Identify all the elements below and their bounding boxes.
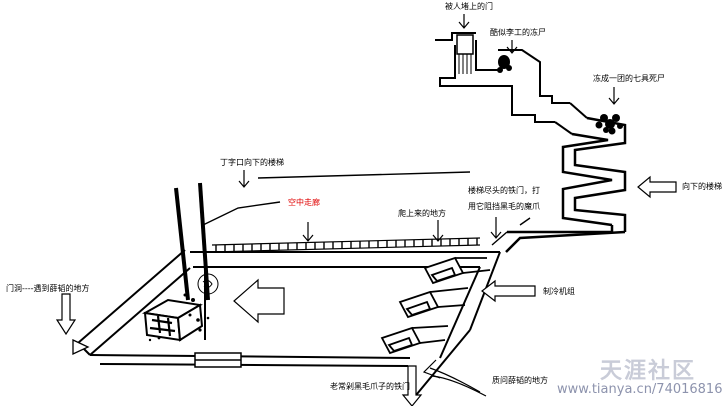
corridor-edges <box>202 171 531 246</box>
curved-arrow <box>422 359 487 397</box>
watermark-url: www.tianya.cn/74016816 <box>557 382 723 397</box>
label-iron-door-line2: 用它阻挡黑毛的魔爪 <box>468 202 540 211</box>
zigzag-stairs <box>505 116 627 253</box>
label-claw-iron-door: 老常剁黑毛爪子的铁门 <box>330 382 410 391</box>
label-blocked-door: 被人堵上的门 <box>445 2 493 11</box>
label-mid-air-corridor: 空中走廊 <box>288 198 320 207</box>
liji-corpse-icon <box>497 55 512 73</box>
bottom-iron-door <box>194 352 242 368</box>
pointer-arrows <box>238 14 620 242</box>
hollow-arrows <box>55 175 677 406</box>
poles <box>174 182 210 301</box>
top-stairs <box>435 32 588 135</box>
label-down-stairs: 向下的楼梯 <box>682 182 722 191</box>
watermark-site-logo: 天涯社区 <box>600 359 697 384</box>
label-ask-xuetao: 质问薛韬的地方 <box>492 376 548 385</box>
seven-corpses-icon <box>595 114 623 135</box>
label-iron-door-line1: 楼梯尽头的铁门，打 <box>468 186 540 195</box>
label-seven-corpses: 冻成一团的七具死尸 <box>593 74 665 83</box>
refrigeration-units <box>380 256 491 355</box>
door-hole-shape <box>72 338 90 356</box>
person-sketch <box>197 273 219 295</box>
label-t-junction-stairs: 丁字口向下的楼梯 <box>220 158 284 167</box>
mid-air-corridor-rail <box>211 237 481 253</box>
crate <box>141 298 204 342</box>
label-refrigeration: 制冷机组 <box>543 287 575 296</box>
crate-debris <box>148 293 210 342</box>
blocked-door-shape <box>456 34 474 55</box>
label-hole-entrance: 门洞----遇到薛韬的地方 <box>6 284 90 293</box>
label-liji-corpse: 酷似李工的冻尸 <box>490 28 546 37</box>
label-climb-up: 爬上来的地方 <box>398 209 446 218</box>
